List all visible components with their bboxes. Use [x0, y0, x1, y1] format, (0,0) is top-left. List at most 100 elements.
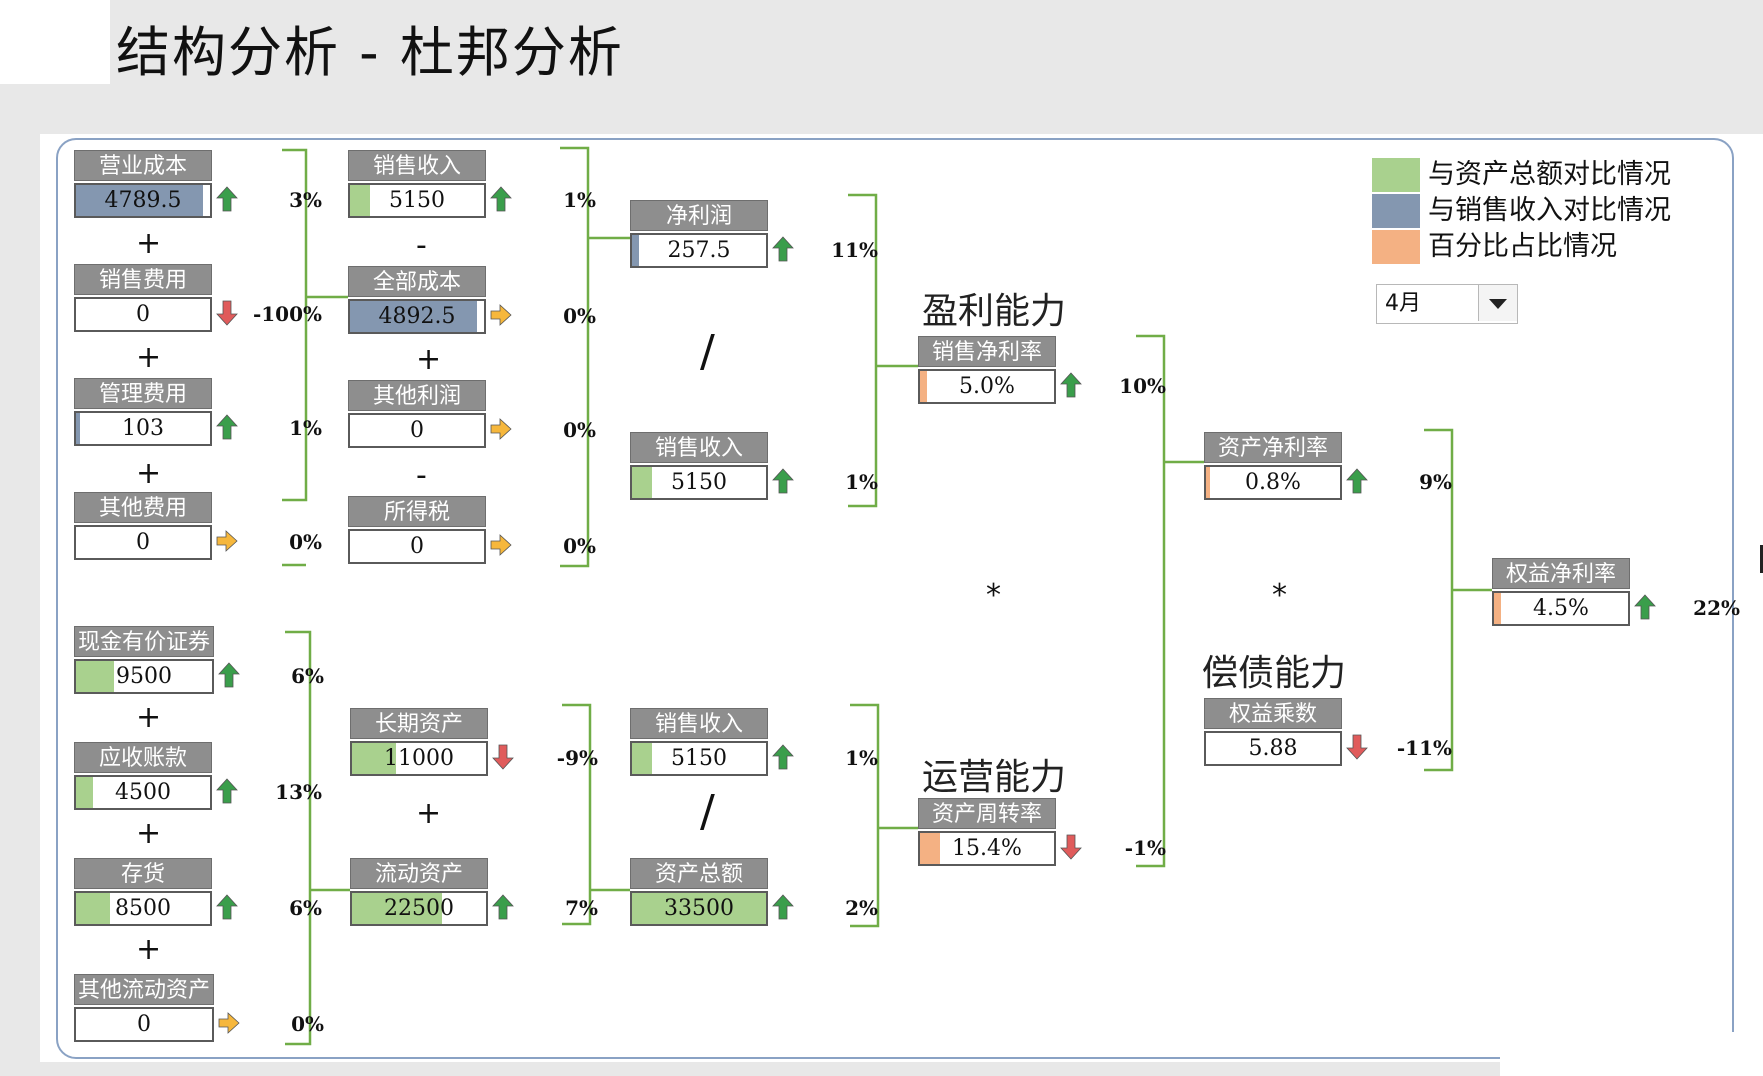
- bracket-cost-sum: [282, 148, 348, 567]
- indicator-value-cell: 0: [348, 529, 486, 564]
- arrow-up-icon: [492, 894, 514, 920]
- change-percent: 13%: [275, 780, 322, 804]
- indicator-label: 销售收入: [348, 150, 486, 181]
- indicator-fill-bar: [1206, 467, 1210, 498]
- indicator-label: 现金有价证券: [74, 626, 214, 657]
- section-solvency: 偿债能力: [1202, 653, 1347, 694]
- arrow-up-icon: [490, 186, 512, 212]
- arrow-down-icon: [1346, 734, 1368, 760]
- indicator-label: 销售收入: [630, 432, 768, 463]
- section-operation: 运营能力: [922, 757, 1067, 798]
- bracket-roa: [1136, 334, 1204, 868]
- change-percent: 1%: [563, 188, 596, 212]
- section-profit: 盈利能力: [922, 291, 1067, 332]
- arrow-down-icon: [1060, 834, 1082, 860]
- indicator-fill-bar: [632, 467, 652, 498]
- arrow-right-icon: [490, 416, 512, 442]
- corner-block: [0, 0, 110, 84]
- indicator-value: 9500: [116, 664, 172, 689]
- indicator-value-cell: 4.5%: [1492, 591, 1630, 626]
- arrow-down-icon: [216, 300, 238, 326]
- indicator-label: 销售费用: [74, 264, 212, 295]
- indicator-label: 管理费用: [74, 378, 212, 409]
- diagram-frame: [56, 138, 1734, 1059]
- operator-plus: +: [136, 456, 162, 491]
- arrow-up-icon: [1634, 594, 1656, 620]
- change-percent: 0%: [291, 1012, 324, 1036]
- change-percent: 2%: [845, 896, 878, 920]
- indicator-value-cell: 33500: [630, 891, 768, 926]
- legend-swatch: [1372, 194, 1420, 228]
- indicator-label: 其他流动资产: [74, 974, 214, 1005]
- operator-minus: -: [416, 458, 427, 493]
- change-percent: 0%: [563, 418, 596, 442]
- arrow-up-icon: [216, 414, 238, 440]
- bracket-current-assets: [285, 630, 350, 1046]
- legend-label: 与销售收入对比情况: [1428, 195, 1671, 226]
- indicator-admin-expense: 管理费用 103: [74, 378, 212, 446]
- indicator-label: 销售净利率: [918, 336, 1056, 367]
- indicator-value-cell: 0: [348, 413, 486, 448]
- chevron-down-icon[interactable]: [1478, 285, 1517, 321]
- change-percent: 1%: [289, 416, 322, 440]
- indicator-fill-bar: [76, 893, 110, 924]
- indicator-value-cell: 5150: [348, 183, 486, 218]
- indicator-cash-securities: 现金有价证券 9500: [74, 626, 214, 694]
- change-percent: -9%: [556, 746, 598, 770]
- change-percent: 7%: [565, 896, 598, 920]
- change-percent: 9%: [1419, 470, 1452, 494]
- arrow-up-icon: [216, 186, 238, 212]
- operator-multiply: *: [986, 578, 1001, 613]
- indicator-value: 0: [136, 530, 150, 555]
- indicator-label: 营业成本: [74, 150, 212, 181]
- arrow-up-icon: [1346, 468, 1368, 494]
- operator-multiply: *: [1272, 578, 1287, 613]
- arrow-up-icon: [772, 744, 794, 770]
- indicator-fill-bar: [632, 235, 639, 266]
- indicator-value: 15.4%: [952, 836, 1022, 861]
- indicator-value-cell: 5.0%: [918, 369, 1056, 404]
- month-select[interactable]: 4月: [1376, 284, 1518, 324]
- indicator-fill-bar: [76, 413, 80, 444]
- indicator-label: 流动资产: [350, 858, 488, 889]
- indicator-label: 其他利润: [348, 380, 486, 411]
- change-percent: -1%: [1124, 836, 1166, 860]
- arrow-up-icon: [216, 778, 238, 804]
- bracket-total-assets: [562, 703, 630, 926]
- indicator-fill-bar: [76, 777, 93, 808]
- change-percent: 10%: [1119, 374, 1166, 398]
- indicator-value-cell: 0: [74, 297, 212, 332]
- indicator-value: 22500: [384, 896, 454, 921]
- indicator-label: 全部成本: [348, 266, 486, 297]
- legend-label: 与资产总额对比情况: [1428, 159, 1671, 190]
- operator-plus: +: [136, 816, 162, 851]
- indicator-fill-bar: [76, 185, 203, 216]
- operator-minus: -: [416, 228, 427, 263]
- indicator-value-cell: 8500: [74, 891, 212, 926]
- indicator-fill-bar: [352, 893, 442, 924]
- change-percent: 6%: [291, 664, 324, 688]
- indicator-value: 103: [122, 416, 164, 441]
- indicator-label: 长期资产: [350, 708, 488, 739]
- indicator-fill-bar: [920, 833, 940, 864]
- arrow-up-icon: [772, 236, 794, 262]
- bracket-roe: [1424, 428, 1492, 772]
- change-percent: 1%: [845, 746, 878, 770]
- bracket-margin: [848, 193, 918, 508]
- indicator-fill-bar: [76, 661, 114, 692]
- arrow-up-icon: [772, 468, 794, 494]
- indicator-fill-bar: [350, 301, 477, 332]
- indicator-value: 0: [410, 418, 424, 443]
